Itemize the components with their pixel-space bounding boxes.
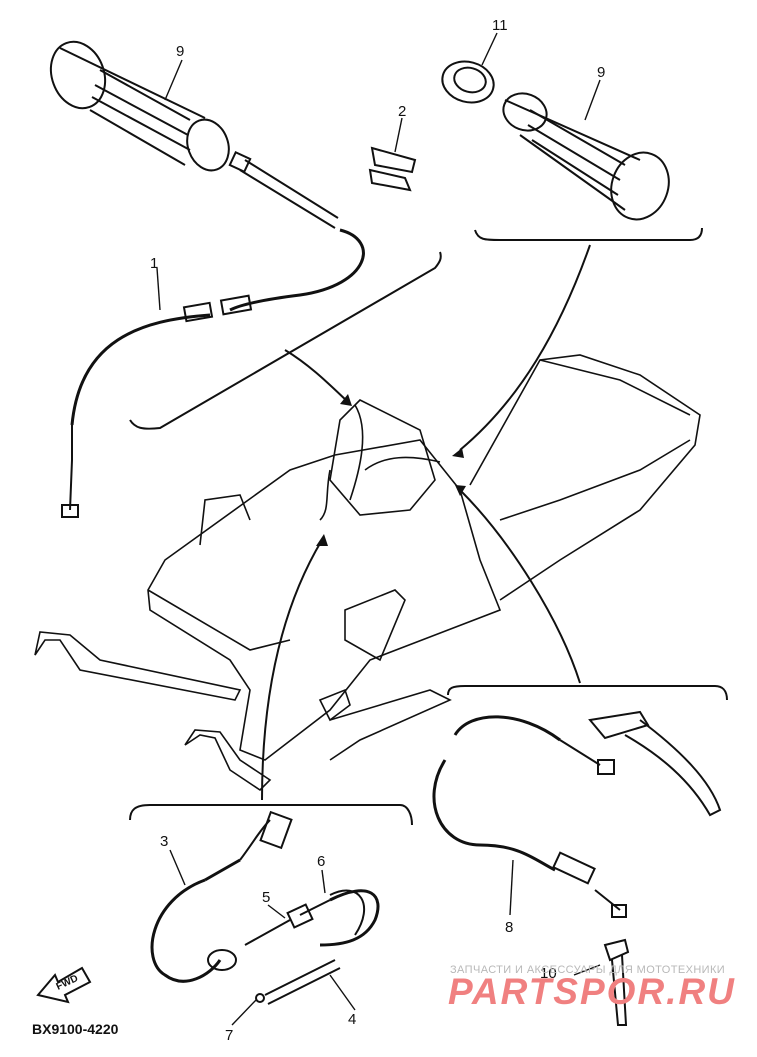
callout-11: 11: [492, 17, 508, 34]
callout-6: 6: [317, 853, 325, 870]
forward-direction-arrow: FWD: [36, 966, 92, 1004]
brake-cable-lever: [432, 710, 722, 1026]
choke-cable-set: [150, 810, 380, 1005]
callout-5: 5: [262, 889, 270, 906]
arrow-heads: [316, 394, 466, 546]
leader-arrows: [261, 244, 591, 801]
watermark-brand: PARTSPOR.RU: [448, 971, 736, 1012]
right-grip: [441, 60, 670, 221]
callout-1: 1: [150, 255, 158, 272]
clip-part: [368, 146, 417, 192]
throttle-cable: [61, 228, 365, 518]
drawing-code: BX9100-4220: [32, 1021, 119, 1037]
left-grip: [49, 40, 339, 229]
callout-9-right: 9: [597, 64, 605, 81]
snowmobile-outline: [34, 354, 701, 792]
callout-4: 4: [348, 1011, 356, 1028]
callout-10: 10: [540, 965, 557, 982]
watermark-caption: ЗАПЧАСТИ И АКСЕССУАРЫ ДЛЯ МОТОТЕХНИКИ: [450, 964, 725, 976]
callout-9-left: 9: [176, 43, 184, 60]
callout-2: 2: [398, 103, 406, 120]
callout-8: 8: [505, 919, 513, 936]
callout-7: 7: [225, 1027, 233, 1044]
callout-leaders: [156, 32, 601, 1026]
callout-3: 3: [160, 833, 168, 850]
watermark: ЗАПЧАСТИ И АКСЕССУАРЫ ДЛЯ МОТОТЕХНИКИ PA…: [448, 964, 736, 1012]
callouts: 9 11 9 2 1 3 6 5 8 10 4 7: [150, 17, 605, 1044]
section-brackets: [129, 227, 728, 826]
